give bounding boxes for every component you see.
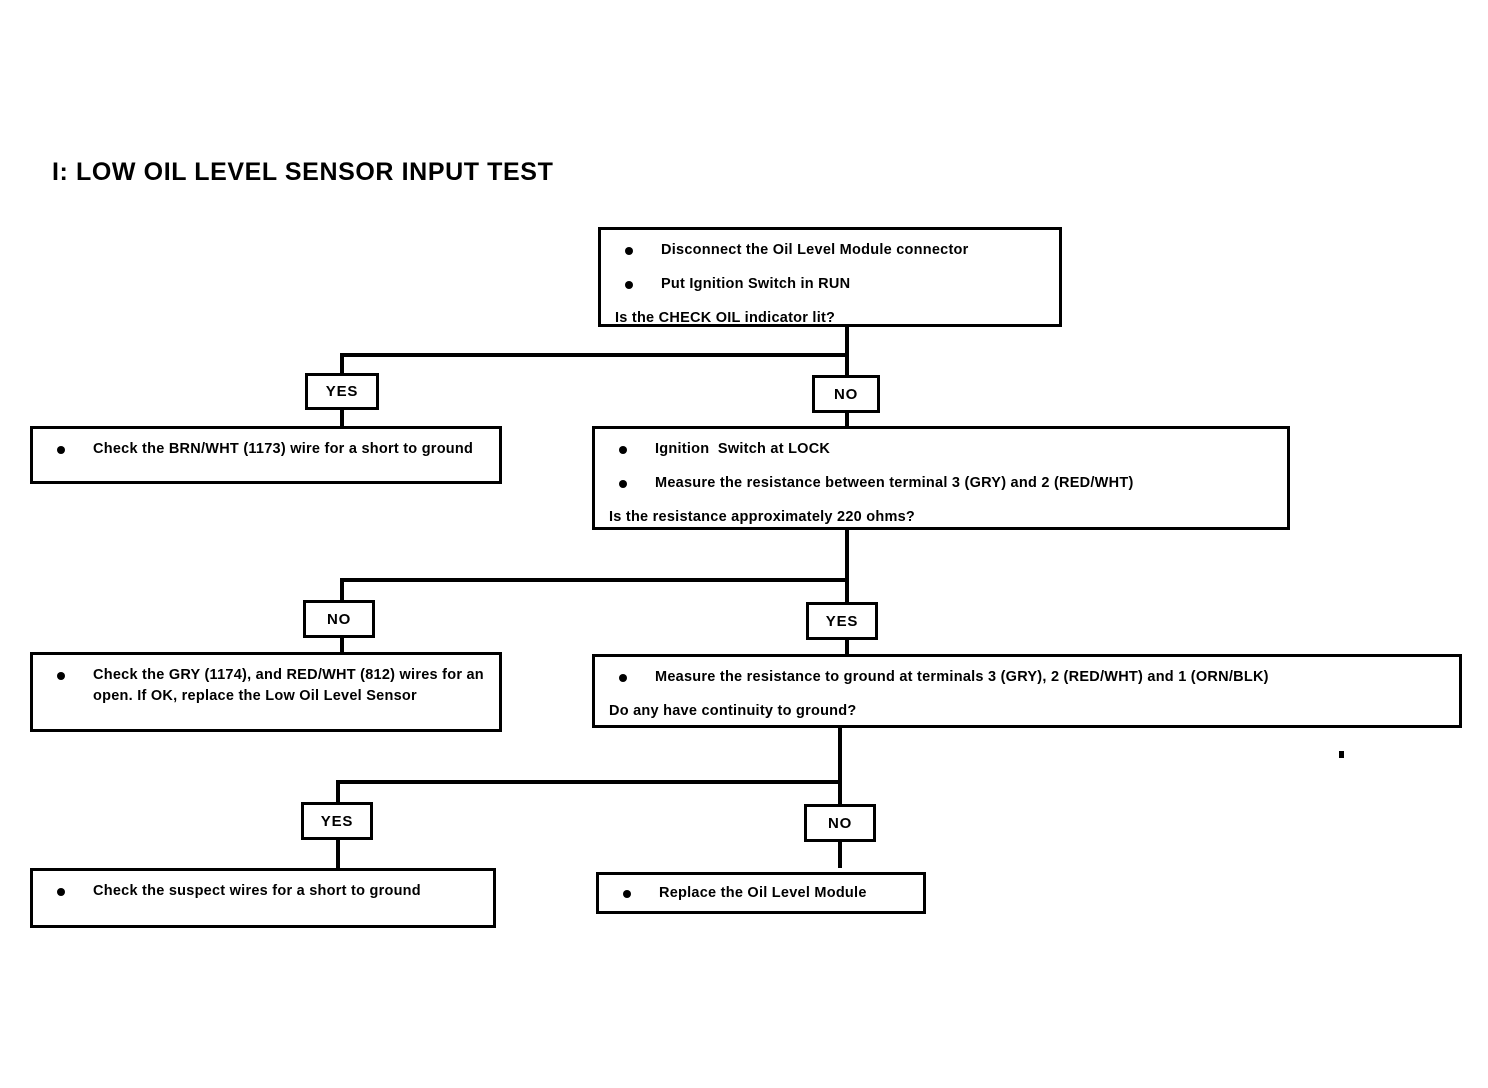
- node-measure-220-bullet-1: Ignition Switch at LOCK: [609, 439, 1273, 460]
- connector-branch2-left-drop: [340, 578, 344, 600]
- node-start-question: Is the CHECK OIL indicator lit?: [615, 310, 836, 326]
- node-measure-220: Ignition Switch at LOCK Measure the resi…: [592, 426, 1290, 530]
- connector-start-stem: [845, 327, 849, 356]
- connector-yes2-to-node: [845, 640, 849, 654]
- connector-branch1-bar: [340, 353, 849, 357]
- branch-2-right-label-text: YES: [825, 612, 859, 630]
- page-title: I: LOW OIL LEVEL SENSOR INPUT TEST: [52, 158, 554, 186]
- connector-measureground-stem: [838, 728, 842, 782]
- branch-3-right-label[interactable]: NO: [804, 804, 876, 842]
- node-replace-module-bullet-1: Replace the Oil Level Module: [613, 883, 909, 904]
- node-measure-ground-question: Do any have continuity to ground?: [609, 703, 857, 719]
- branch-3-left-label-text: YES: [320, 812, 354, 830]
- node-measure-ground: Measure the resistance to ground at term…: [592, 654, 1462, 728]
- node-check-brn-wht: Check the BRN/WHT (1173) wire for a shor…: [30, 426, 502, 484]
- branch-2-right-label[interactable]: YES: [806, 602, 878, 640]
- node-check-gry-red-bullet-1: Check the GRY (1174), and RED/WHT (812) …: [47, 665, 485, 707]
- branch-3-right-label-text: NO: [827, 814, 853, 832]
- connector-yes1-to-node: [340, 410, 344, 426]
- node-check-gry-red: Check the GRY (1174), and RED/WHT (812) …: [30, 652, 502, 732]
- node-replace-module: Replace the Oil Level Module: [596, 872, 926, 914]
- connector-branch2-bar: [340, 578, 849, 582]
- connector-branch3-left-drop: [336, 780, 340, 802]
- node-check-suspect-bullet-1: Check the suspect wires for a short to g…: [47, 881, 479, 902]
- branch-1-left-label[interactable]: YES: [305, 373, 379, 410]
- branch-2-left-label[interactable]: NO: [303, 600, 375, 638]
- branch-2-left-label-text: NO: [326, 610, 352, 628]
- node-check-suspect: Check the suspect wires for a short to g…: [30, 868, 496, 928]
- node-measure-ground-bullet-1: Measure the resistance to ground at term…: [609, 667, 1445, 688]
- connector-branch1-right-drop: [845, 353, 849, 375]
- node-start-bullet-1: Disconnect the Oil Level Module connecto…: [615, 240, 1045, 261]
- node-check-brn-wht-bullet-1: Check the BRN/WHT (1173) wire for a shor…: [47, 439, 485, 460]
- branch-1-left-label-text: YES: [325, 383, 359, 400]
- connector-yes3-to-node: [336, 840, 340, 868]
- branch-1-right-label[interactable]: NO: [812, 375, 880, 413]
- connector-no3-to-node: [838, 842, 842, 868]
- branch-3-left-label[interactable]: YES: [301, 802, 373, 840]
- connector-branch3-bar: [336, 780, 842, 784]
- connector-no2-to-node: [340, 638, 344, 652]
- branch-1-right-label-text: NO: [833, 385, 859, 403]
- connector-branch3-right-drop: [838, 780, 842, 804]
- scan-speck: [1339, 751, 1344, 758]
- connector-measure220-stem: [845, 530, 849, 580]
- node-measure-220-bullet-2: Measure the resistance between terminal …: [609, 473, 1273, 494]
- connector-branch2-right-drop: [845, 578, 849, 602]
- node-start: Disconnect the Oil Level Module connecto…: [598, 227, 1062, 327]
- connector-no1-to-node: [845, 413, 849, 426]
- node-start-bullet-2: Put Ignition Switch in RUN: [615, 274, 1045, 295]
- node-measure-220-question: Is the resistance approximately 220 ohms…: [609, 509, 916, 525]
- connector-branch1-left-drop: [340, 353, 344, 373]
